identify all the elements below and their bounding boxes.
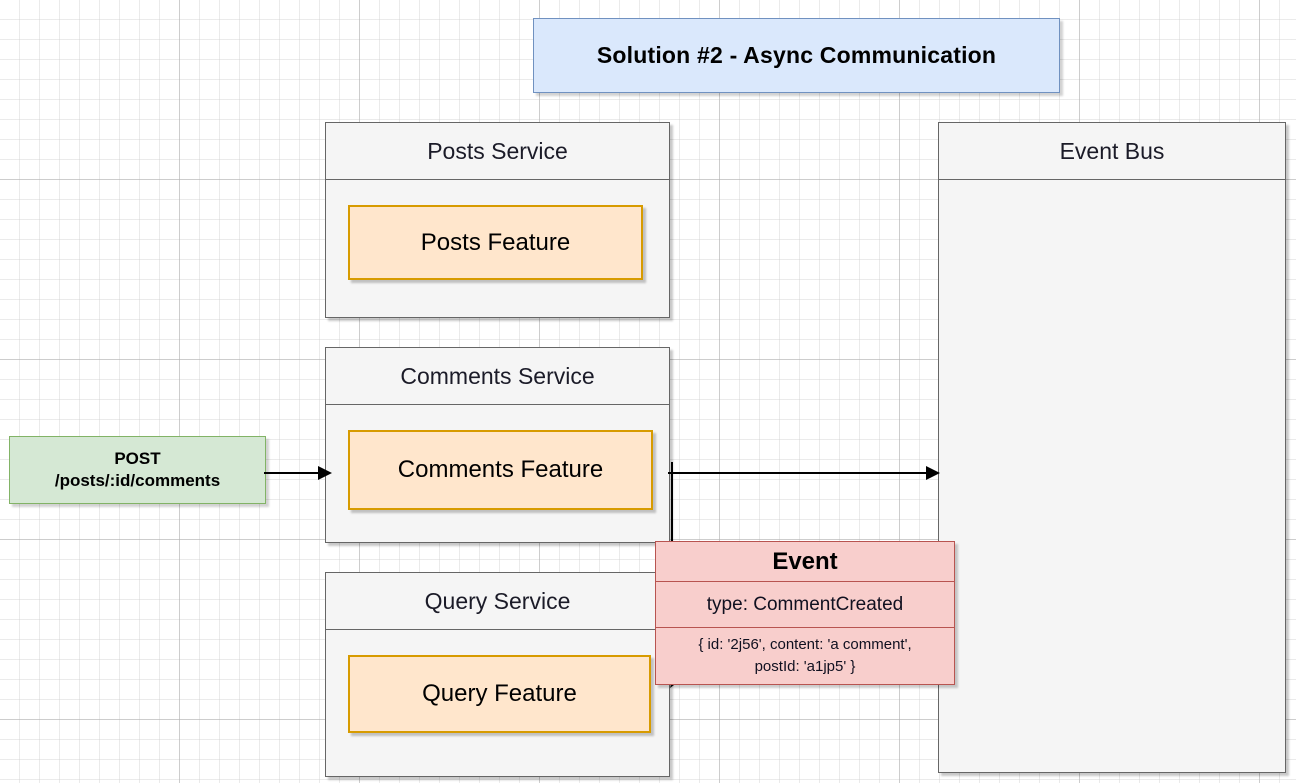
event-card-payload: { id: '2j56', content: 'a comment', post…: [656, 628, 954, 684]
event-bus-title: Event Bus: [1059, 137, 1165, 164]
edge-post-to-comments: [264, 455, 334, 491]
event-bus-header: Event Bus: [939, 123, 1285, 180]
request-method: POST: [114, 449, 161, 469]
feature-label-query: Query Feature: [422, 680, 577, 707]
http-request-node: POST /posts/:id/comments: [9, 436, 266, 504]
service-node-comments: Comments Service Comments Feature: [325, 347, 670, 543]
feature-node-comments: Comments Feature: [348, 430, 653, 510]
edge-comments-to-event-bus: [668, 455, 943, 491]
service-node-query: Query Service Query Feature: [325, 572, 670, 777]
page-title: Solution #2 - Async Communication: [596, 42, 997, 68]
service-title-comments: Comments Service: [400, 362, 595, 389]
event-payload-line-2: postId: 'a1jp5' }: [754, 658, 856, 675]
event-bus-node: Event Bus: [938, 122, 1286, 773]
feature-label-comments: Comments Feature: [397, 456, 604, 483]
service-title-query: Query Service: [424, 587, 571, 614]
service-header-posts: Posts Service: [326, 123, 669, 180]
event-payload-line-1: { id: '2j56', content: 'a comment',: [698, 636, 912, 654]
service-header-comments: Comments Service: [326, 348, 669, 405]
feature-label-posts: Posts Feature: [420, 228, 571, 256]
service-node-posts: Posts Service Posts Feature: [325, 122, 670, 318]
request-path: /posts/:id/comments: [54, 471, 221, 490]
event-card-type: type: CommentCreated: [656, 582, 954, 628]
event-card-title: Event: [656, 542, 954, 582]
diagram-title-banner: Solution #2 - Async Communication: [533, 18, 1060, 93]
service-title-posts: Posts Service: [427, 137, 568, 164]
service-header-query: Query Service: [326, 573, 669, 630]
feature-node-posts: Posts Feature: [348, 205, 643, 280]
feature-node-query: Query Feature: [348, 655, 651, 733]
event-payload-card: Event type: CommentCreated { id: '2j56',…: [655, 541, 955, 685]
